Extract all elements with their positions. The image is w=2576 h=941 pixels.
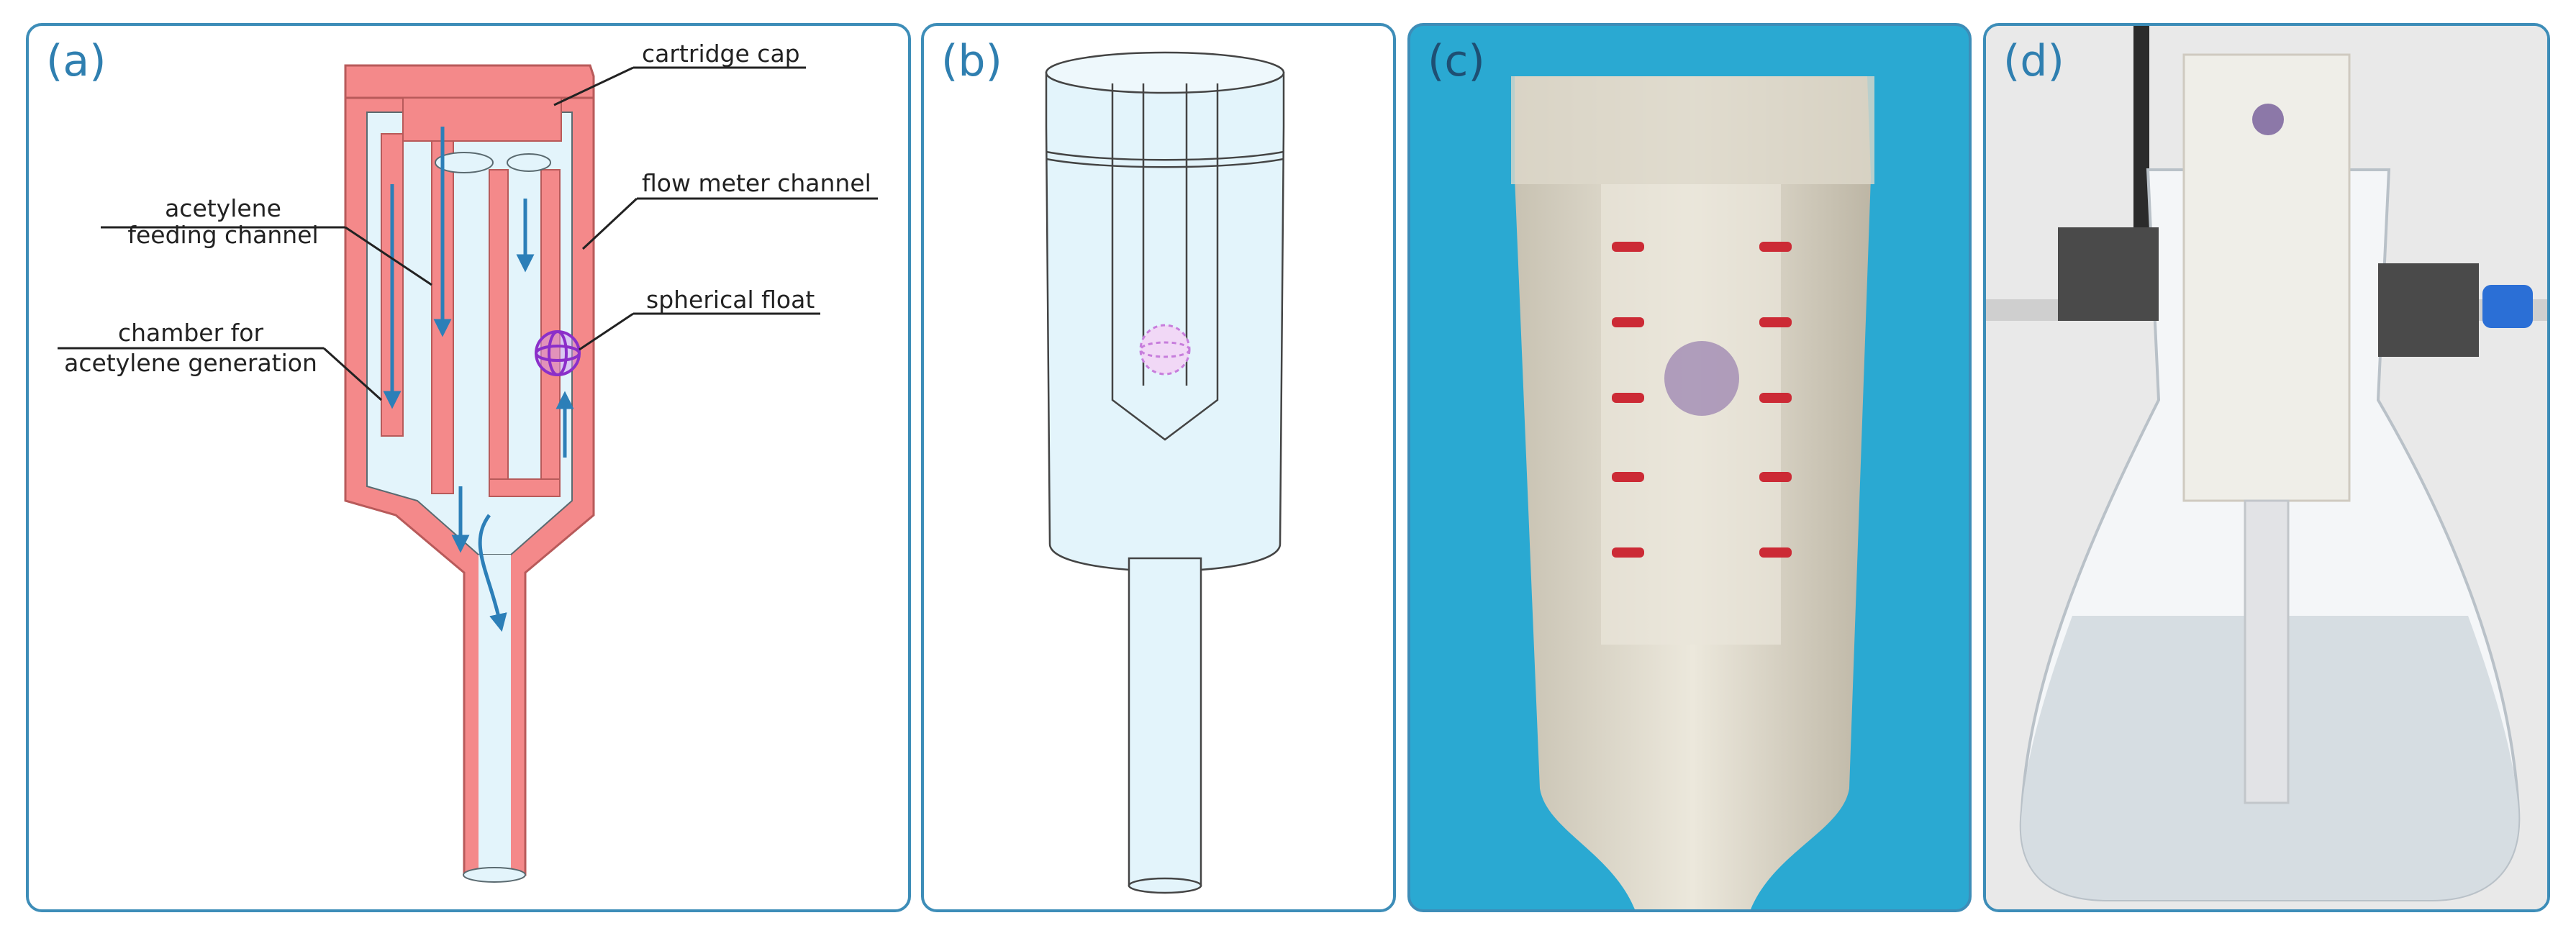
- panel-a-cross-section: (a): [26, 23, 911, 912]
- cartridge-cap-shape: [344, 64, 595, 99]
- panel-c-photo: (c): [1407, 23, 1972, 912]
- photo-cartridge: [1511, 76, 1874, 909]
- panel-b-cartridge-drawing: (b): [921, 23, 1396, 912]
- float-sketch: [1139, 324, 1191, 376]
- label-spherical-float: spherical float: [646, 286, 815, 314]
- clamp-left: [2058, 227, 2159, 321]
- cartridge-cross-section-drawing: [58, 64, 878, 883]
- flow-meter-wall-bottom: [489, 478, 561, 497]
- label-cartridge-cap: cartridge cap: [642, 40, 800, 68]
- panel-d-label: (d): [2003, 36, 2064, 86]
- cartridge-outline-drawing: [1045, 51, 1285, 894]
- photo-flask-setup: [1986, 26, 2547, 909]
- panel-a-label: (a): [46, 36, 106, 86]
- inner-channel: [1111, 83, 1219, 441]
- flow-meter-wall-left: [489, 169, 509, 487]
- panel-c-label: (c): [1428, 36, 1485, 86]
- cartridge-body: [1045, 71, 1285, 572]
- panel-d-photo: (d): [1983, 23, 2550, 912]
- panel-b-label: (b): [941, 36, 1002, 86]
- label-flow-meter-channel: flow meter channel: [642, 169, 871, 197]
- float-in-photo: [1664, 341, 1739, 416]
- label-chamber-line1: chamber for: [117, 319, 264, 347]
- label-chamber-line2: acetylene generation: [64, 349, 317, 377]
- clamp-right: [2378, 263, 2479, 357]
- flow-meter-wall-right: [540, 169, 561, 487]
- label-acetylene-line1: acetylene: [165, 194, 281, 222]
- spherical-float: [535, 330, 581, 376]
- flow-arrows: [383, 127, 574, 632]
- scale-marks: [1612, 242, 1792, 558]
- label-feeding-channel-line2: feeding channel: [127, 221, 319, 249]
- leader-lines: [58, 66, 878, 401]
- outlet-stem: [1128, 557, 1202, 887]
